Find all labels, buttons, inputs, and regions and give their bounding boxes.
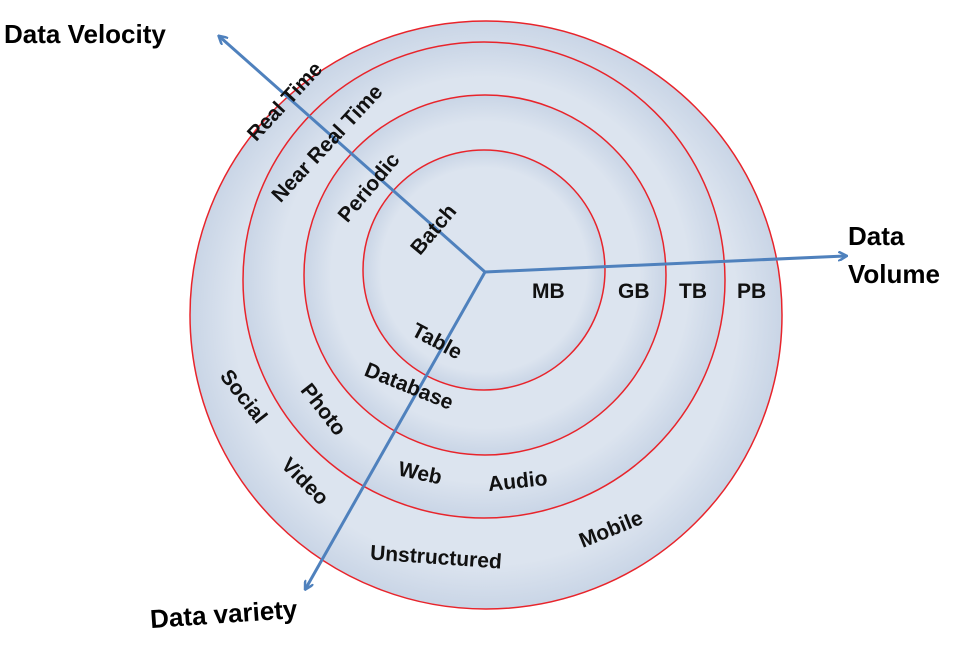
volume-axis-arrow: [484, 256, 845, 274]
volume-tb: TB: [679, 280, 707, 303]
volume-gb: GB: [618, 280, 650, 303]
volume-axis-label-line1: Data: [848, 221, 905, 251]
volume-pb: PB: [737, 280, 767, 303]
volume-axis-label-line2: Volume: [848, 259, 940, 289]
velocity-axis-label: Data Velocity: [4, 19, 166, 49]
variety-axis-arrow: [306, 271, 487, 588]
volume-mb: MB: [532, 280, 565, 303]
velocity-axis-arrow: [220, 37, 486, 274]
